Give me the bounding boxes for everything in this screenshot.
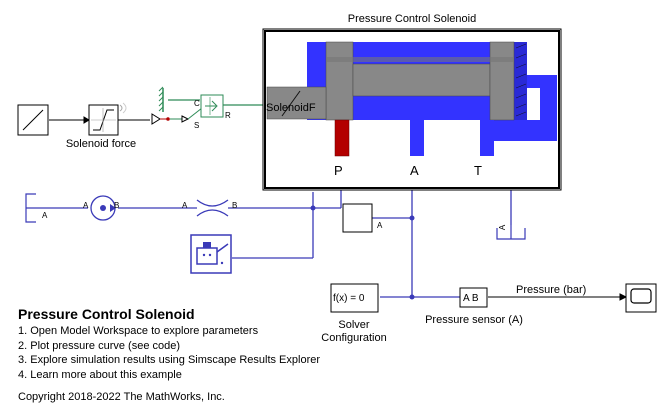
converter-port-r: R xyxy=(225,111,231,120)
converter-port-s: S xyxy=(194,121,200,130)
oil-can-face xyxy=(202,253,206,257)
oil-drop-icon xyxy=(220,261,224,265)
pressure-source-center xyxy=(100,205,106,211)
force-arrow-icon xyxy=(211,100,218,112)
port-p-label: P xyxy=(334,163,343,178)
subsystem-title: Pressure Control Solenoid xyxy=(347,13,477,25)
return-passage xyxy=(480,75,557,141)
tank-port-a: A xyxy=(498,224,508,231)
sensor-block[interactable] xyxy=(342,203,373,233)
converter-port-c: C xyxy=(194,99,200,108)
solenoid-port-label: SolenoidF xyxy=(266,102,316,114)
pressure-signal-label: Pressure (bar) xyxy=(516,284,587,296)
mech-reference-hatch xyxy=(158,86,164,92)
solver-configuration-block[interactable] xyxy=(330,283,379,313)
ps-arrow-icon xyxy=(181,115,190,123)
flow-arrow-icon xyxy=(110,204,116,212)
orifice-icon-top[interactable] xyxy=(196,199,229,207)
pressure-sensor-ports: A B xyxy=(463,293,479,304)
signal-lines xyxy=(49,116,628,301)
ps-converter-icon[interactable] xyxy=(151,113,161,125)
oil-can-icon xyxy=(196,247,218,265)
junction-dot xyxy=(409,215,415,221)
step-plot-pressure[interactable]: 2. Plot pressure curve (see code) xyxy=(18,339,181,352)
orifice-icon-bottom[interactable] xyxy=(196,209,229,217)
ps-line xyxy=(187,107,203,120)
junction-dots xyxy=(310,205,415,300)
step-learn-more[interactable]: 4. Learn more about this example xyxy=(18,368,182,381)
ramp-icon xyxy=(22,109,44,131)
mechanical-lines xyxy=(168,99,265,106)
port-a-passage xyxy=(410,120,424,156)
port-t-label: T xyxy=(474,163,482,178)
subsystem-inner-frame xyxy=(264,30,560,189)
wireless-icon xyxy=(122,102,127,114)
source-port-a: A xyxy=(42,211,48,220)
orifice-block[interactable] xyxy=(196,199,229,217)
junction-dot xyxy=(409,294,415,300)
solver-configuration-frame[interactable] xyxy=(330,283,379,313)
mech-reference-hatch xyxy=(158,101,164,107)
junction-dot xyxy=(310,205,316,211)
solver-expression: f(x) = 0 xyxy=(333,293,365,304)
pump-port-b: B xyxy=(114,201,120,210)
solenoid-armature-icon xyxy=(281,90,301,117)
wireless-icon xyxy=(119,104,123,112)
scope-icon xyxy=(630,288,652,304)
hydraulic-lines xyxy=(48,188,512,298)
ps-port-dot xyxy=(166,117,170,121)
arrow-head xyxy=(83,116,90,124)
sensor-block-frame[interactable] xyxy=(342,203,373,233)
solver-label-line1: Solver xyxy=(338,319,370,331)
force-source-block[interactable] xyxy=(151,86,224,125)
pressure-sensor-frame[interactable] xyxy=(459,287,488,308)
mech-reference-hatch xyxy=(158,91,164,97)
fluid-properties-block[interactable] xyxy=(190,234,232,274)
spool-shading xyxy=(326,57,514,62)
scope-block[interactable] xyxy=(625,283,657,313)
pressure-sensor-label: Pressure sensor (A) xyxy=(425,314,523,326)
mech-reference-hatch xyxy=(158,106,164,112)
oil-can-cap-icon xyxy=(203,242,211,248)
solver-label-line2: Configuration xyxy=(321,332,387,344)
reservoir-source-block[interactable] xyxy=(25,193,48,223)
port-a-label: A xyxy=(410,163,419,178)
pressure-sensor-block[interactable] xyxy=(459,287,488,308)
spool-stem xyxy=(352,63,491,97)
tank-block[interactable] xyxy=(496,225,526,240)
port-t-passage xyxy=(480,120,494,156)
description-title: Pressure Control Solenoid xyxy=(18,306,195,322)
valve-end-cap xyxy=(514,42,527,120)
copyright-notice: Copyright 2018-2022 The MathWorks, Inc. xyxy=(18,391,225,403)
arrow-head xyxy=(619,293,628,301)
sensor-port-a: A xyxy=(377,221,383,230)
spool-land-left xyxy=(325,41,354,121)
oil-can-face xyxy=(208,253,212,257)
solenoid-actuator xyxy=(266,86,327,120)
solenoid-force-block[interactable] xyxy=(88,102,127,136)
pressure-source-block[interactable] xyxy=(90,195,116,221)
pressure-control-solenoid-subsystem[interactable] xyxy=(262,28,562,191)
step-open-workspace[interactable]: 1. Open Model Workspace to explore param… xyxy=(18,325,259,337)
port-p-passage xyxy=(334,119,350,157)
orifice-port-a: A xyxy=(182,201,188,210)
oil-can-spout-icon xyxy=(216,243,229,253)
ramp-block[interactable] xyxy=(17,104,49,136)
solenoid-force-label: Solenoid force xyxy=(65,138,137,150)
pump-port-a: A xyxy=(83,201,89,210)
step-explore-results[interactable]: 3. Explore simulation results using Sims… xyxy=(18,354,321,366)
orifice-port-b: B xyxy=(232,201,238,210)
description-steps: 1. Open Model Workspace to explore param… xyxy=(18,324,320,382)
end-cap-texture xyxy=(515,43,527,117)
mech-reference-hatch xyxy=(158,96,164,102)
spool-land-right xyxy=(489,41,515,121)
